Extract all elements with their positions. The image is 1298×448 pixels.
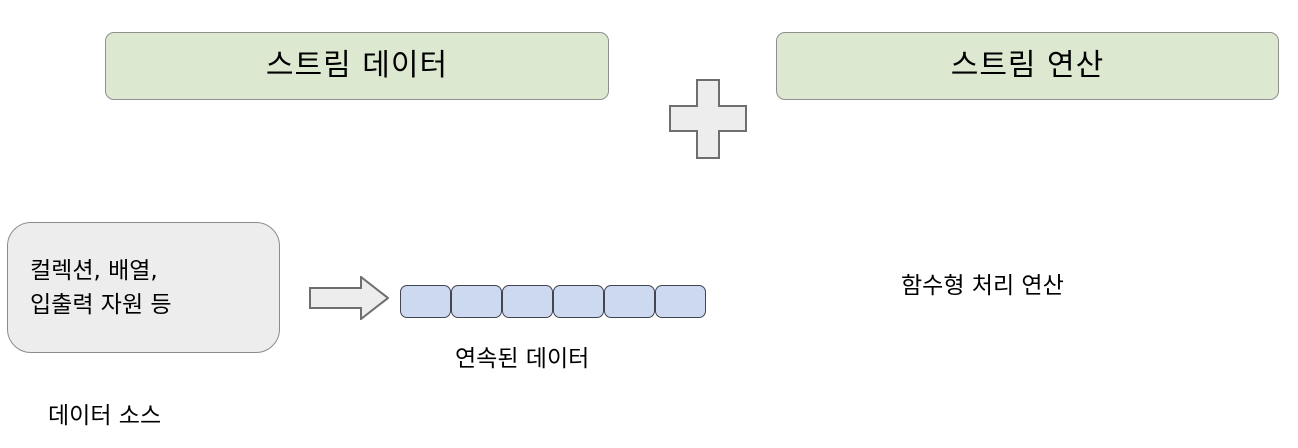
data-source-box: 컬렉션, 배열, 입출력 자원 등 xyxy=(7,222,280,353)
data-block xyxy=(400,285,451,318)
data-block xyxy=(553,285,604,318)
continuous-data-blocks xyxy=(400,285,706,318)
continuous-data-caption: 연속된 데이터 xyxy=(455,346,590,372)
data-source-line-2: 입출력 자원 등 xyxy=(30,291,172,318)
stream-data-label: 스트림 데이터 xyxy=(265,48,449,83)
data-source-line-1: 컬렉션, 배열, xyxy=(30,257,158,284)
data-block xyxy=(502,285,553,318)
functional-operation-label: 함수형 처리 연산 xyxy=(901,273,1064,299)
data-block xyxy=(655,285,706,318)
stream-data-box: 스트림 데이터 xyxy=(105,32,609,100)
right-arrow-icon xyxy=(309,274,390,322)
data-source-caption: 데이터 소스 xyxy=(48,403,162,429)
plus-icon xyxy=(669,79,747,159)
stream-operation-box: 스트림 연산 xyxy=(776,32,1279,100)
stream-operation-label: 스트림 연산 xyxy=(950,48,1105,83)
data-block xyxy=(451,285,502,318)
data-block xyxy=(604,285,655,318)
